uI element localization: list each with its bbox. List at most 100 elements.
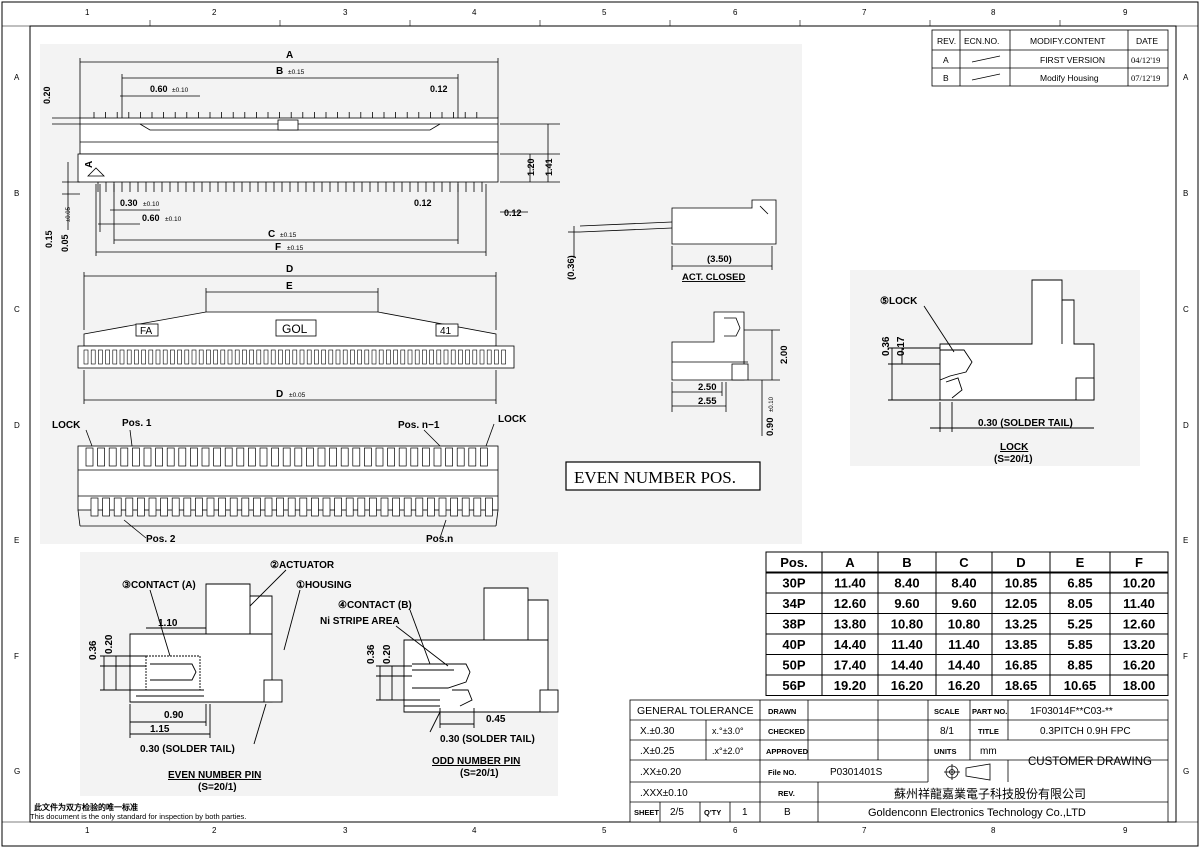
front-contact xyxy=(191,349,197,365)
ecn-slash xyxy=(971,55,1001,63)
odd-contact xyxy=(102,497,110,517)
table-cell: 10.20 xyxy=(1123,576,1156,591)
qty-value: 1 xyxy=(742,807,748,818)
odd-contact xyxy=(438,497,447,517)
dim-e: E xyxy=(286,281,293,292)
odd-contact xyxy=(461,497,470,517)
table-cell: 19.20 xyxy=(834,678,867,693)
front-contact xyxy=(414,349,420,365)
title-value: 0.3PITCH 0.9H FPC xyxy=(1040,726,1131,737)
front-contact xyxy=(393,349,398,365)
table-cell: 14.40 xyxy=(948,658,981,673)
general-tolerance: GENERAL TOLERANCE xyxy=(637,705,754,717)
rev-b-content: Modify Housing xyxy=(1040,73,1099,83)
col-number: 4 xyxy=(472,826,477,835)
table-cell: 34P xyxy=(782,596,805,611)
label-pos1: Pos. 1 xyxy=(122,418,152,429)
tol-xx: .XX±0.20 xyxy=(640,767,682,778)
table-cell: 18.65 xyxy=(1005,678,1038,693)
dim-030-tol: ±0.10 xyxy=(143,201,160,208)
label-act-closed: ACT. CLOSED xyxy=(682,272,745,283)
front-view xyxy=(77,272,515,404)
dim-090-tol: ±0.10 xyxy=(769,396,775,412)
front-contact xyxy=(177,349,182,365)
even-dim-115: 1.15 xyxy=(150,724,170,735)
even-contact xyxy=(201,447,210,467)
front-contact xyxy=(335,349,341,365)
title-block xyxy=(629,699,1169,823)
table-cell: 9.60 xyxy=(894,596,919,611)
even-contact xyxy=(271,447,279,467)
actuator-closed-side-view xyxy=(568,199,777,270)
row-letter: G xyxy=(14,767,20,776)
front-contact xyxy=(220,349,226,365)
front-contact xyxy=(436,349,442,365)
even-contact xyxy=(178,447,187,467)
front-contact xyxy=(458,349,463,365)
front-contact xyxy=(184,349,190,365)
label-drawn: DRAWN xyxy=(768,707,796,716)
dim-012b: 0.12 xyxy=(504,208,522,218)
even-pin-scale: (S=20/1) xyxy=(198,782,237,793)
even-contact xyxy=(329,447,337,467)
table-cell: 16.20 xyxy=(891,678,924,693)
table-cell: 12.60 xyxy=(834,596,867,611)
front-contact xyxy=(465,349,470,365)
company-cn: 蘇州祥龍嘉業電子科技股份有限公司 xyxy=(894,786,1086,801)
even-dim-090: 0.90 xyxy=(164,710,184,721)
even-contact xyxy=(143,447,152,467)
col-number: 6 xyxy=(733,826,738,835)
table-cell: 9.60 xyxy=(951,596,976,611)
dim-350: (3.50) xyxy=(707,254,732,265)
front-contact xyxy=(472,349,478,365)
dim-036-closed: (0.36) xyxy=(566,255,577,280)
table-cell: 8.05 xyxy=(1067,596,1092,611)
even-contact xyxy=(352,447,361,467)
front-contact xyxy=(278,349,283,365)
table-cell: 10.85 xyxy=(1005,576,1038,591)
sheet-value: 2/5 xyxy=(670,807,684,818)
rev-b-date: 07/12'19 xyxy=(1131,73,1160,83)
table-header: C xyxy=(959,555,969,570)
dim-pitch-060-tol: ±0.10 xyxy=(172,87,189,94)
row-letter: B xyxy=(14,189,19,198)
dim-090: 0.90 xyxy=(765,418,776,437)
even-contact xyxy=(190,447,198,467)
row-letter: F xyxy=(14,652,19,661)
even-contact xyxy=(224,447,233,467)
front-contact xyxy=(494,349,499,365)
front-contact xyxy=(321,349,326,365)
table-cell: 8.40 xyxy=(951,576,976,591)
label-gol: GOL xyxy=(282,322,308,336)
table-cell: 8.85 xyxy=(1067,658,1092,673)
even-contact xyxy=(282,447,291,467)
even-contact xyxy=(236,447,245,467)
even-contact xyxy=(445,447,453,467)
label-file-no: File NO. xyxy=(768,768,796,777)
odd-contact xyxy=(473,497,482,517)
odd-contact xyxy=(450,497,458,517)
front-contact xyxy=(357,349,362,365)
even-contact xyxy=(85,447,94,467)
front-contact xyxy=(141,349,146,365)
col-number: 9 xyxy=(1123,8,1128,17)
table-cell: 8.40 xyxy=(894,576,919,591)
odd-contact xyxy=(137,497,145,517)
units-value: mm xyxy=(980,746,997,757)
table-cell: 5.85 xyxy=(1067,637,1092,652)
rev-a: A xyxy=(943,55,949,65)
dim-c: C xyxy=(268,229,275,240)
label-posn: Pos.n xyxy=(426,534,453,545)
top-view-pins xyxy=(93,112,478,118)
odd-contact xyxy=(264,497,273,517)
bottom-view-contacts xyxy=(85,447,493,517)
lock-dim-036: 0.36 xyxy=(881,336,892,356)
even-contact xyxy=(248,447,256,467)
front-contact xyxy=(342,349,348,365)
lock-callout: ⑤LOCK xyxy=(880,296,918,307)
callout-actuator: ②ACTUATOR xyxy=(270,560,335,571)
lock-title: LOCK xyxy=(1000,442,1029,453)
odd-tail: 0.30 (SOLDER TAIL) xyxy=(440,734,535,745)
front-contact xyxy=(328,349,334,365)
front-contact xyxy=(134,349,139,365)
